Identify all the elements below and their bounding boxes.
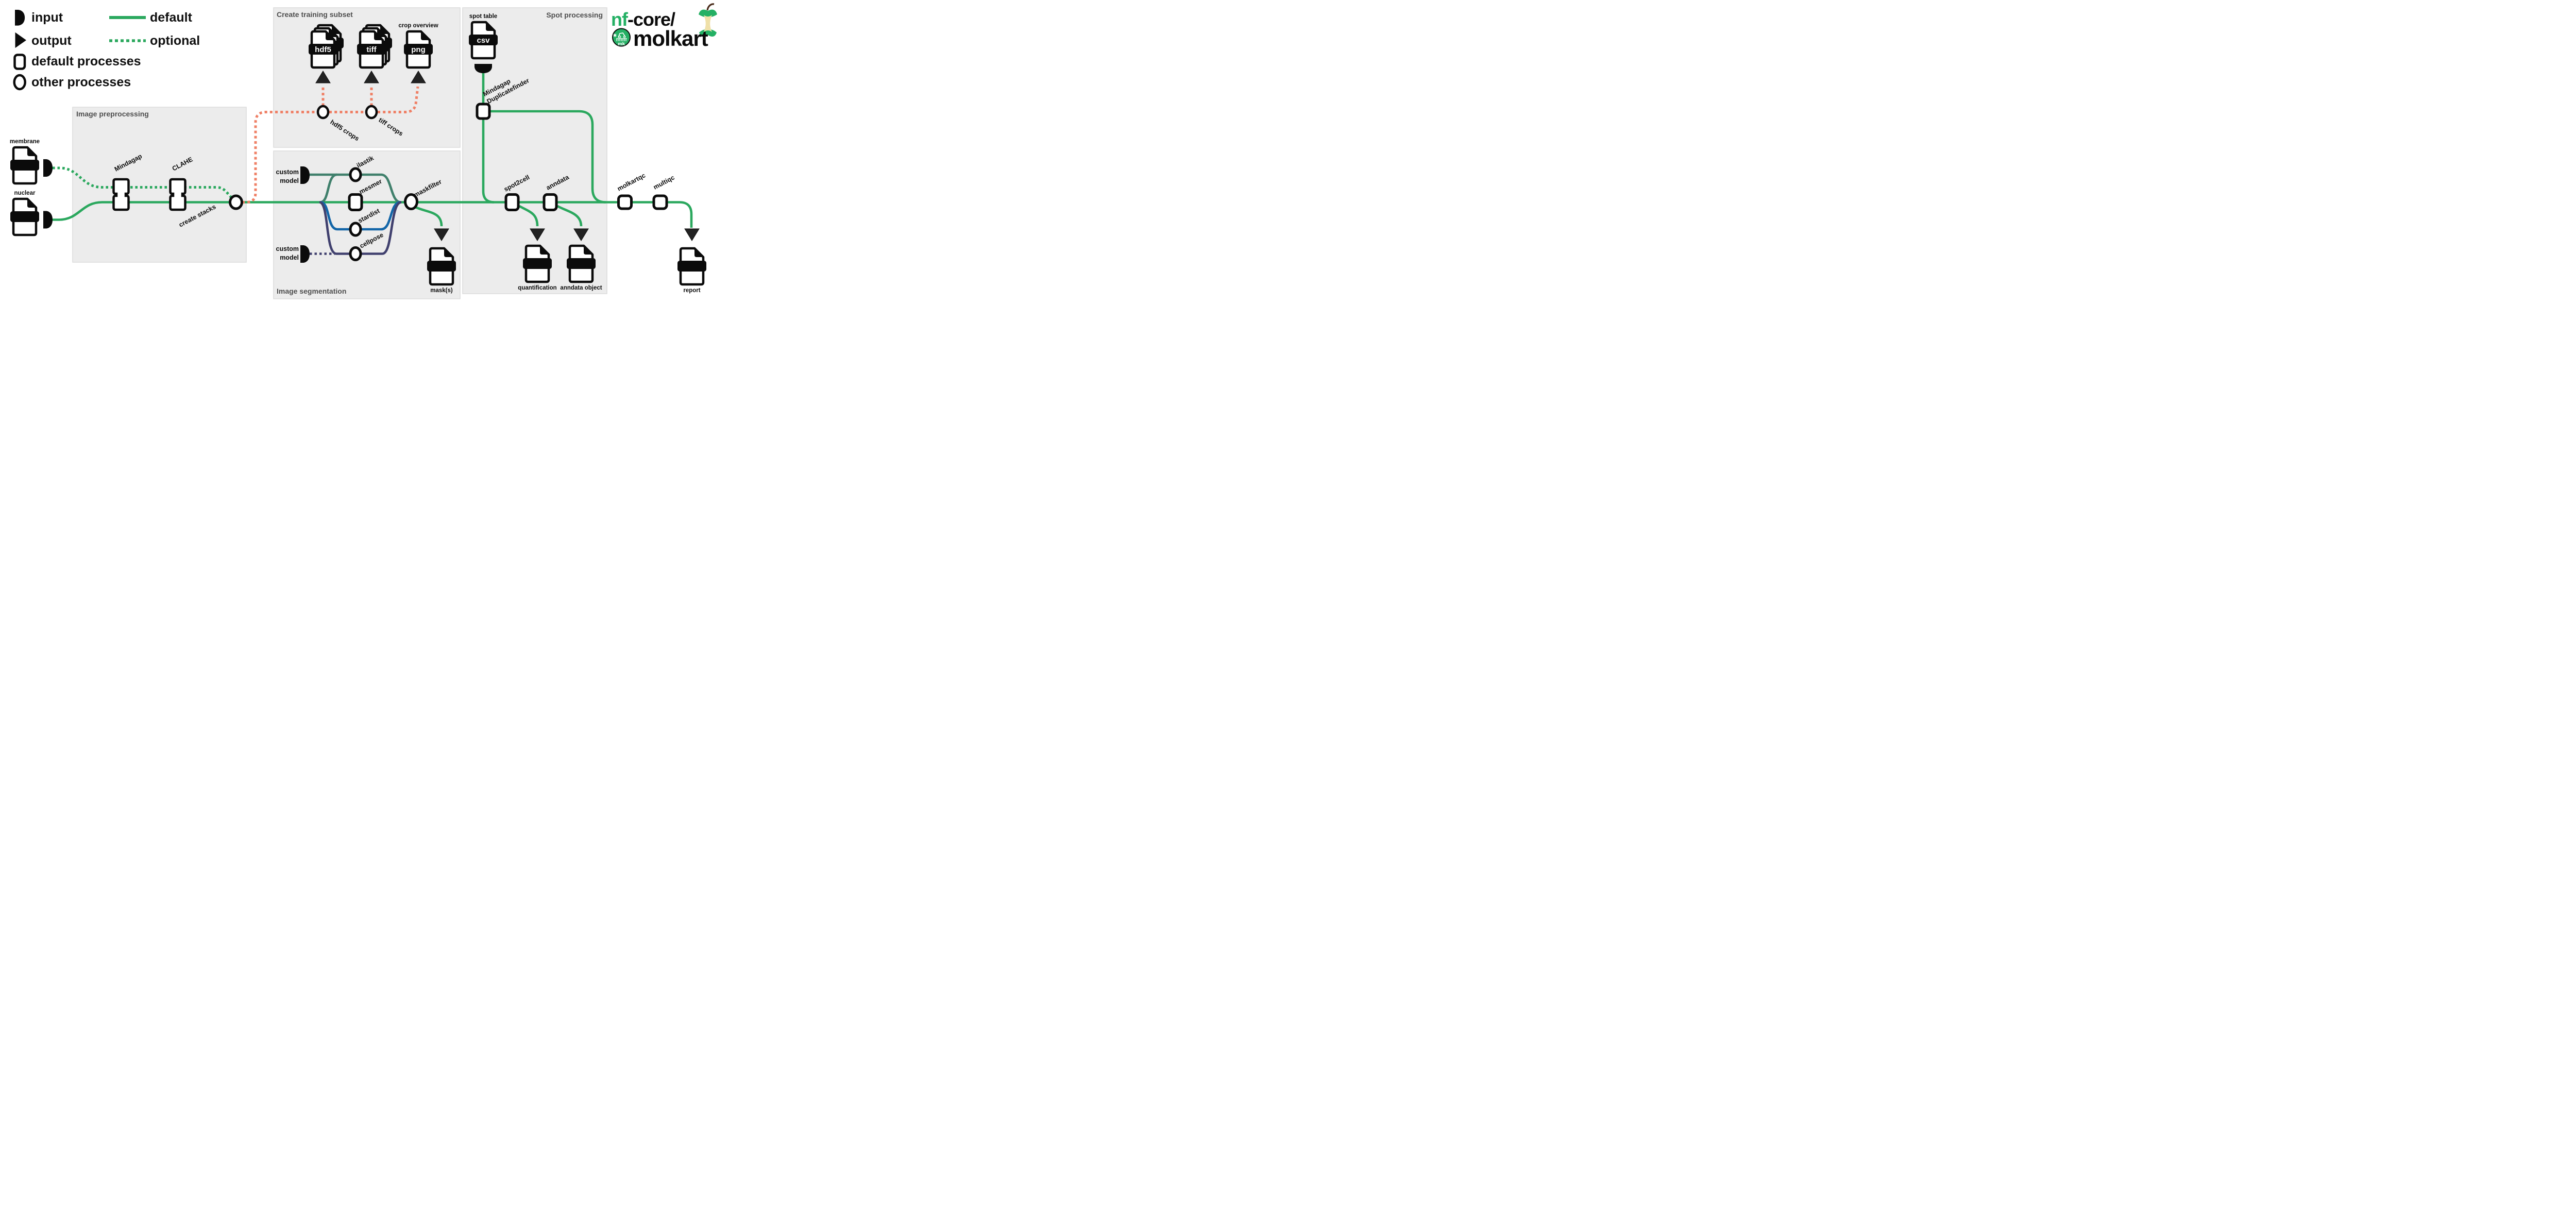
title-image-preprocessing: Image preprocessing — [76, 110, 149, 118]
edge-membrane-optional — [53, 166, 234, 200]
output-arrow-hdf5-icon — [315, 71, 331, 83]
edge-duplicatefinder-down — [482, 119, 495, 204]
title-spot-processing: Spot processing — [546, 11, 603, 19]
output-arrow-report-icon — [684, 228, 700, 241]
edge-training-optional — [242, 85, 419, 204]
edge-anndata-out — [556, 205, 583, 227]
legend-output-icon — [15, 32, 26, 48]
anndata-object-caption: anndata object — [560, 285, 602, 291]
anndata-file-icon: adata — [567, 246, 596, 282]
nuclear-caption: nuclear — [14, 190, 36, 196]
masks-caption: mask(s) — [430, 287, 453, 294]
anndata-file-type: adata — [573, 268, 589, 276]
node-mesmer — [348, 193, 363, 211]
edge-spot2cell-out — [518, 205, 539, 227]
nuclear-file-type: tiff — [20, 221, 30, 230]
legend-other-processes-label: other processes — [31, 75, 131, 90]
hdf5-stack-file-icon: hdf5 — [309, 25, 344, 67]
node-molkartqc — [617, 194, 633, 210]
masks-file-type: tiff — [436, 270, 447, 279]
png-file-icon: png — [404, 31, 433, 67]
legend-default-process-icon — [13, 54, 26, 70]
nuclear-input-icon — [43, 211, 53, 229]
nf-core-molkart-logo: nf-core/ mk molkart — [611, 3, 717, 50]
node-maskfilter — [404, 193, 418, 210]
quantification-caption: quantification — [518, 285, 556, 291]
node-ilastik — [349, 167, 362, 182]
output-arrow-png-icon — [411, 71, 426, 83]
logo-badge-text: mk — [618, 41, 625, 47]
legend-other-process-icon — [13, 74, 26, 91]
label-molkartqc: molkartqc — [616, 172, 647, 192]
edge-duplicatefinder-right — [489, 110, 606, 204]
output-arrow-anndata-icon — [573, 228, 589, 241]
edge-ilastik — [310, 173, 401, 204]
label-multiqc: multiqc — [652, 174, 676, 191]
output-arrow-quantification-icon — [530, 228, 545, 241]
membrane-file-type: tiff — [20, 170, 30, 178]
node-tiff-crops — [365, 105, 378, 120]
logo-line1: nf-core/ — [611, 9, 675, 30]
legend-default-processes-label: default processes — [31, 54, 141, 69]
report-file-icon: html — [677, 248, 706, 284]
quantification-file-type: csv — [531, 268, 544, 277]
node-spot2cell — [504, 193, 520, 211]
apple-core-icon — [699, 3, 717, 37]
node-anndata — [543, 193, 558, 211]
node-hdf5-crops — [316, 105, 330, 120]
tiff-stack-file-icon: tiff — [357, 25, 392, 67]
logo-name: molkart — [633, 26, 708, 50]
report-caption: report — [683, 287, 700, 294]
legend-input-icon — [15, 10, 25, 26]
output-arrow-tiff-icon — [364, 71, 379, 83]
molkart-pipeline-diagram: Image preprocessing Create training subs… — [0, 0, 723, 304]
tiff-crops-file-type: tiff — [366, 45, 377, 54]
legend: input output default processes other pro… — [13, 10, 200, 91]
report-file-type: html — [684, 270, 700, 279]
output-arrow-masks-icon — [434, 228, 449, 241]
box-image-preprocessing — [72, 107, 247, 263]
title-image-segmentation: Image segmentation — [277, 287, 346, 295]
legend-default-label: default — [150, 10, 193, 25]
mk-badge-icon: mk — [612, 28, 631, 47]
node-stardist — [349, 222, 362, 237]
quantification-file-icon: csv — [523, 246, 552, 282]
node-create-stacks — [229, 194, 243, 210]
crop-overview-caption: crop overview — [398, 23, 438, 29]
node-clahe — [169, 178, 187, 211]
spot-table-file-type: csv — [477, 36, 490, 45]
logo-core: -core/ — [628, 9, 675, 30]
legend-input-label: input — [31, 10, 63, 25]
edge-main-default — [53, 201, 693, 228]
membrane-caption: membrane — [10, 139, 40, 145]
edge-maskfilter-out — [414, 206, 443, 227]
spot-table-caption: spot table — [469, 13, 497, 20]
node-mindagap — [112, 178, 130, 211]
membrane-input-icon — [43, 159, 53, 177]
spot-table-file-icon: csv — [469, 22, 498, 73]
diagram-canvas: Image preprocessing Create training subs… — [0, 3, 717, 299]
logo-nf: nf — [611, 9, 629, 30]
nuclear-file-icon: tiff — [10, 199, 53, 235]
legend-output-label: output — [31, 33, 72, 48]
node-multiqc — [652, 194, 668, 210]
node-cellpose — [349, 246, 362, 261]
legend-optional-label: optional — [150, 33, 200, 48]
title-create-training-subset: Create training subset — [277, 10, 353, 19]
membrane-file-icon: tiff — [10, 147, 53, 183]
node-duplicatefinder — [476, 103, 491, 120]
png-file-type: png — [411, 45, 426, 54]
hdf5-file-type: hdf5 — [315, 45, 331, 54]
masks-file-icon: tiff — [427, 248, 456, 284]
